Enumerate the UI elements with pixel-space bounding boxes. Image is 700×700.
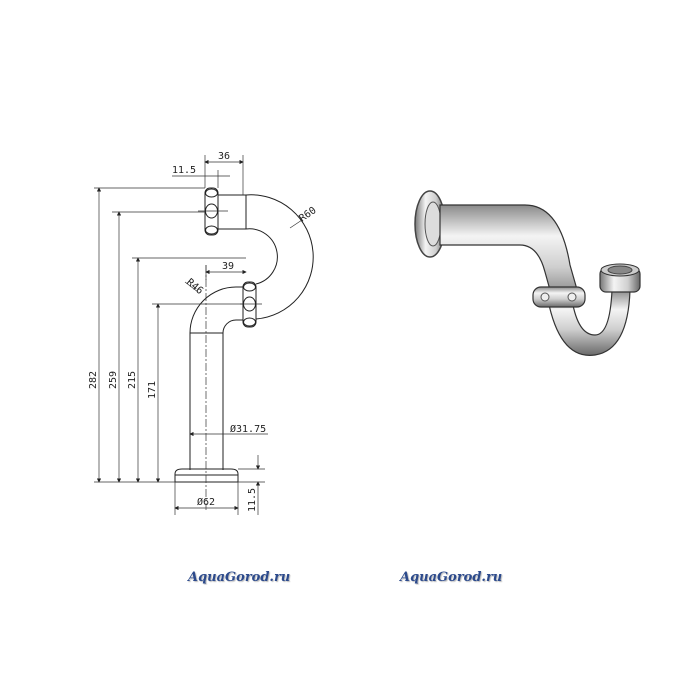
dim-r60: R60 <box>297 205 318 224</box>
dim-11-5-base: 11.5 <box>247 488 258 512</box>
dimension-labels: 282 259 215 171 36 11.5 39 R60 R46 Ø31.7… <box>88 151 319 512</box>
dim-pipe-diameter: Ø31.75 <box>230 423 266 435</box>
dimension-lines <box>94 155 303 515</box>
dim-259: 259 <box>108 371 119 389</box>
dim-36: 36 <box>218 151 230 162</box>
trap-outline <box>174 187 314 510</box>
dim-215: 215 <box>127 371 138 389</box>
trap-render <box>414 190 641 356</box>
dim-39: 39 <box>222 261 234 272</box>
watermark-left: AquaGorod.ru <box>188 570 291 585</box>
dim-r46: R46 <box>184 277 205 297</box>
watermark-right: AquaGorod.ru <box>400 570 503 585</box>
dim-171: 171 <box>147 381 158 399</box>
dim-11-5-top: 11.5 <box>172 165 196 176</box>
dim-base-diameter: Ø62 <box>197 496 215 508</box>
dim-282: 282 <box>88 371 99 389</box>
